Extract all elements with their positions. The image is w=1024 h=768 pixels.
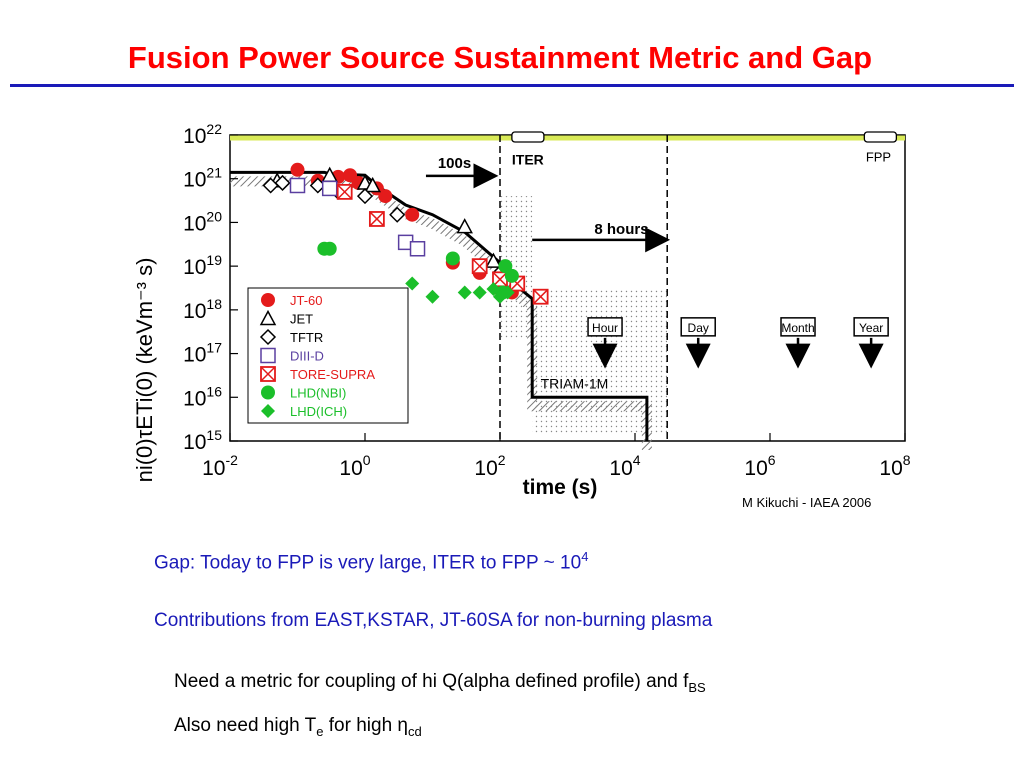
x-tick-label-1: 100 [339,452,370,480]
x-axis-label: time (s) [523,476,598,499]
point-1-3 [364,176,381,193]
time-marker-box [680,317,716,337]
triam-label: TRIAM-1M [541,375,609,391]
y-tick-label-5: 1020 [183,208,222,235]
point-5-1 [322,241,337,256]
data-points [262,162,549,305]
x-tick-label-3: 104 [609,452,640,480]
axis-ticks: 1015 1016 1017 1018 1019 1020 1021 1022 10-2 100 1… [183,121,911,480]
te-mid: for high [323,715,398,736]
point-4-0 [336,183,353,200]
y-tick-label-6: 1021 [183,165,222,192]
x-tick-label-5: 108 [879,452,910,480]
point-2-1 [274,174,291,192]
gap-exponent: 4 [581,549,589,564]
point-1-4 [456,218,473,234]
te-subscript: e [316,723,324,739]
x-tick-label-0: 10-2 [202,452,238,480]
point-6-2 [457,285,472,300]
x-tick-label-2: 102 [474,452,505,480]
point-0-0 [290,162,305,177]
time-marker-0: Hour [587,317,623,369]
legend-marker-1 [259,309,277,326]
point-4-2 [471,258,488,275]
point-3-3 [409,240,426,257]
point-2-5 [389,206,406,223]
point-6-3 [472,285,487,300]
time-marker-3: Year [853,317,889,369]
time-marker-box [780,317,816,337]
point-6-0 [405,276,420,291]
label-8hours: 8 hours [594,221,648,238]
point-1-5 [485,252,502,268]
legend-label-1: JET [290,312,313,327]
legend-label-6: LHD(ICH) [290,404,347,419]
time-marker-label: Day [688,321,709,335]
legend-label-3: DIII-D [290,349,324,364]
point-6-6 [500,285,515,300]
point-6-5 [493,289,507,304]
legend-label-5: LHD(NBI) [290,386,346,401]
point-6-4 [486,282,501,297]
y-tick-label-7: 1022 [183,121,222,148]
y-axis-label: ni(0)τETi(0) (keVm⁻³ s) [132,258,157,483]
time-marker-label: Year [859,321,883,335]
fpp-label: FPP [866,150,891,165]
point-4-1 [368,211,385,227]
legend-marker-5 [261,385,275,400]
time-marker-box [587,317,623,337]
title-underline [10,84,1014,87]
legend-label-4: TORE-SUPRA [290,367,375,382]
legend-marker-3 [260,347,276,364]
x-tick-label-4: 106 [744,452,775,480]
te-statement: Also need high Te for high ηcd [174,715,422,739]
iter-label: ITER [512,152,544,168]
y-tick-label-1: 1016 [183,383,222,410]
point-5-4 [504,268,519,283]
eta-symbol: η [397,715,408,736]
y-tick-label-2: 1017 [183,340,222,367]
metric-text: Need a metric for coupling of hi Q(alpha… [174,671,689,692]
time-marker-box [853,317,889,337]
contributions-statement: Contributions from EAST,KSTAR, JT-60SA f… [154,610,713,631]
legend-marker-0 [261,293,275,307]
credit-text: M Kikuchi - IAEA 2006 [742,495,872,510]
time-marker-label: Hour [592,321,618,335]
point-4-5 [532,288,549,305]
time-marker-label: Month [781,321,814,335]
gap-text: Gap: Today to FPP is very large, ITER to… [154,552,582,574]
legend-label-0: JT-60 [290,293,323,308]
fpp-marker [863,131,898,143]
y-tick-label-4: 1019 [183,252,222,279]
time-marker-1: Day [680,317,716,369]
point-2-4 [356,188,374,205]
te-prefix: Also need high T [174,715,317,736]
gap-statement: Gap: Today to FPP is very large, ITER to… [154,549,588,574]
point-4-3 [492,271,508,288]
y-tick-label-0: 1015 [183,427,222,454]
point-0-7 [405,207,420,222]
slide-title: Fusion Power Source Sustainment Metric a… [127,40,873,75]
label-100s: 100s [438,155,471,172]
y-tick-label-3: 1018 [183,296,222,323]
metric-statement: Need a metric for coupling of hi Q(alpha… [174,671,706,695]
legend-marker-2 [259,328,277,346]
legend-marker-6 [261,404,275,418]
legend-label-2: TFTR [290,330,323,345]
point-3-1 [321,180,338,197]
plot-frame [229,134,906,442]
legend-marker-4 [260,366,276,382]
time-marker-2: Month [780,317,816,369]
iter-marker [511,131,545,143]
point-0-6 [378,189,393,204]
point-3-0 [289,177,306,194]
point-6-1 [425,289,440,304]
eta-subscript: cd [408,723,422,739]
fbs-subscript: BS [688,679,706,695]
point-5-2 [445,251,460,266]
